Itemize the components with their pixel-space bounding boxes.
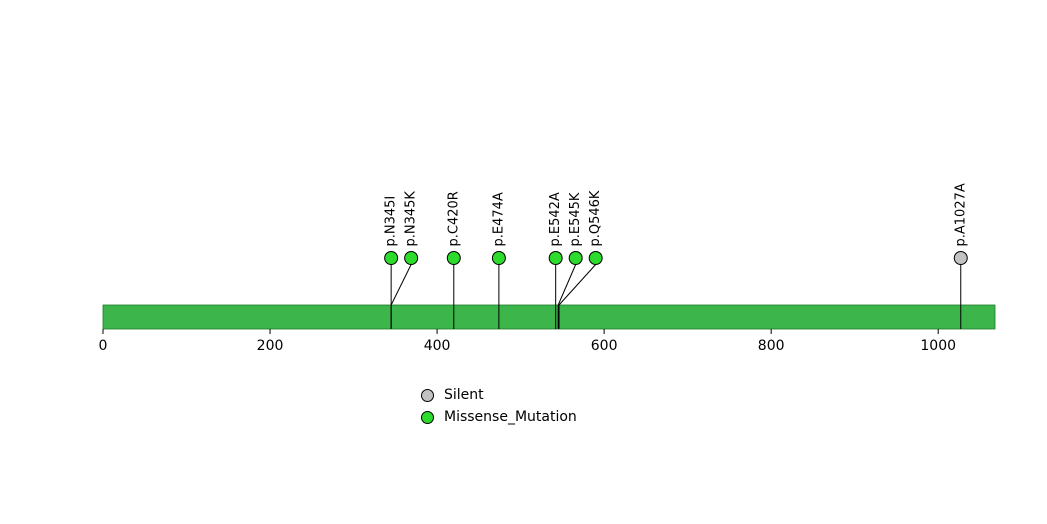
protein-bar: [102, 304, 996, 330]
legend: Silent Missense_Mutation: [421, 388, 577, 425]
legend-item-silent: Silent: [421, 388, 577, 403]
mutation-lollipop: [491, 251, 506, 265]
mutation-label: p.E542A: [548, 192, 563, 246]
axis-tick-label: 400: [424, 338, 451, 354]
legend-label-silent: Silent: [444, 387, 484, 403]
mutation-lollipop: [404, 251, 419, 265]
mutation-lollipop: [953, 251, 968, 265]
axis-tick-label: 800: [758, 338, 785, 354]
mutation-lollipop: [568, 251, 583, 265]
axis-tick-label: 1000: [920, 338, 956, 354]
lollipop-stem: [390, 264, 412, 306]
mutation-label: p.N345I: [384, 196, 399, 247]
missense-swatch-icon: [421, 411, 434, 424]
legend-item-missense: Missense_Mutation: [421, 410, 577, 425]
mutation-label: p.E474A: [491, 192, 506, 246]
mutation-label: p.N345K: [404, 191, 419, 247]
mutation-label: p.C420R: [446, 191, 461, 246]
axis-tick-label: 0: [99, 338, 108, 354]
mutation-lollipop: [446, 251, 461, 265]
lollipop-stem: [557, 264, 577, 306]
mutation-label: p.E545K: [568, 192, 583, 246]
mutation-lollipop: [588, 251, 603, 265]
mutation-lollipop: [384, 251, 399, 265]
mutation-label: p.A1027A: [953, 183, 968, 246]
lollipop-stem: [558, 264, 597, 306]
axis-tick-label: 200: [257, 338, 284, 354]
axis-tick-label: 600: [591, 338, 618, 354]
legend-label-missense: Missense_Mutation: [444, 409, 577, 425]
mutation-label: p.Q546K: [588, 190, 603, 246]
mutation-lollipop: [548, 251, 563, 265]
silent-swatch-icon: [421, 389, 434, 402]
